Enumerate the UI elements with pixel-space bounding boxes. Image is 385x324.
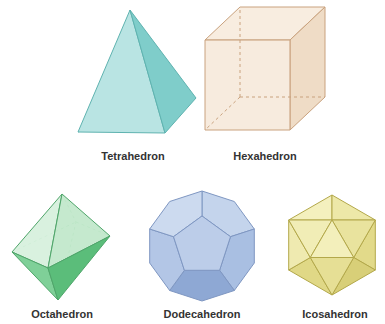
hidden-edge xyxy=(240,7,241,97)
hidden-edge xyxy=(240,97,325,98)
solid-face xyxy=(48,236,110,300)
solid-face xyxy=(332,195,375,220)
octahedron-figure xyxy=(12,194,110,300)
solid-face xyxy=(174,216,231,270)
label-slot: Tetrahedron xyxy=(101,150,164,163)
dodecahedron-figure xyxy=(150,191,255,301)
label-slot: Dodecahedron xyxy=(163,308,240,321)
solid-name: Tetrahedron xyxy=(101,150,164,163)
solid-name: Icosahedron xyxy=(302,308,367,321)
hidden-edge xyxy=(205,97,240,130)
solid-face xyxy=(310,258,353,296)
solid-face xyxy=(130,10,196,133)
solid-face xyxy=(290,7,325,130)
label-slot: Octahedron xyxy=(31,308,93,321)
solid-name: Hexahedron xyxy=(233,150,297,163)
hexahedron-figure xyxy=(205,7,325,130)
solid-face xyxy=(289,195,332,220)
tetrahedron-figure xyxy=(78,10,196,133)
solid-face xyxy=(310,220,353,258)
solid-name: Octahedron xyxy=(31,308,93,321)
solid-face xyxy=(205,40,290,130)
label-slot: Hexahedron xyxy=(233,150,297,163)
solid-name: Dodecahedron xyxy=(163,308,240,321)
label-slot: Icosahedron xyxy=(302,308,367,321)
icosahedron-figure xyxy=(289,195,376,295)
